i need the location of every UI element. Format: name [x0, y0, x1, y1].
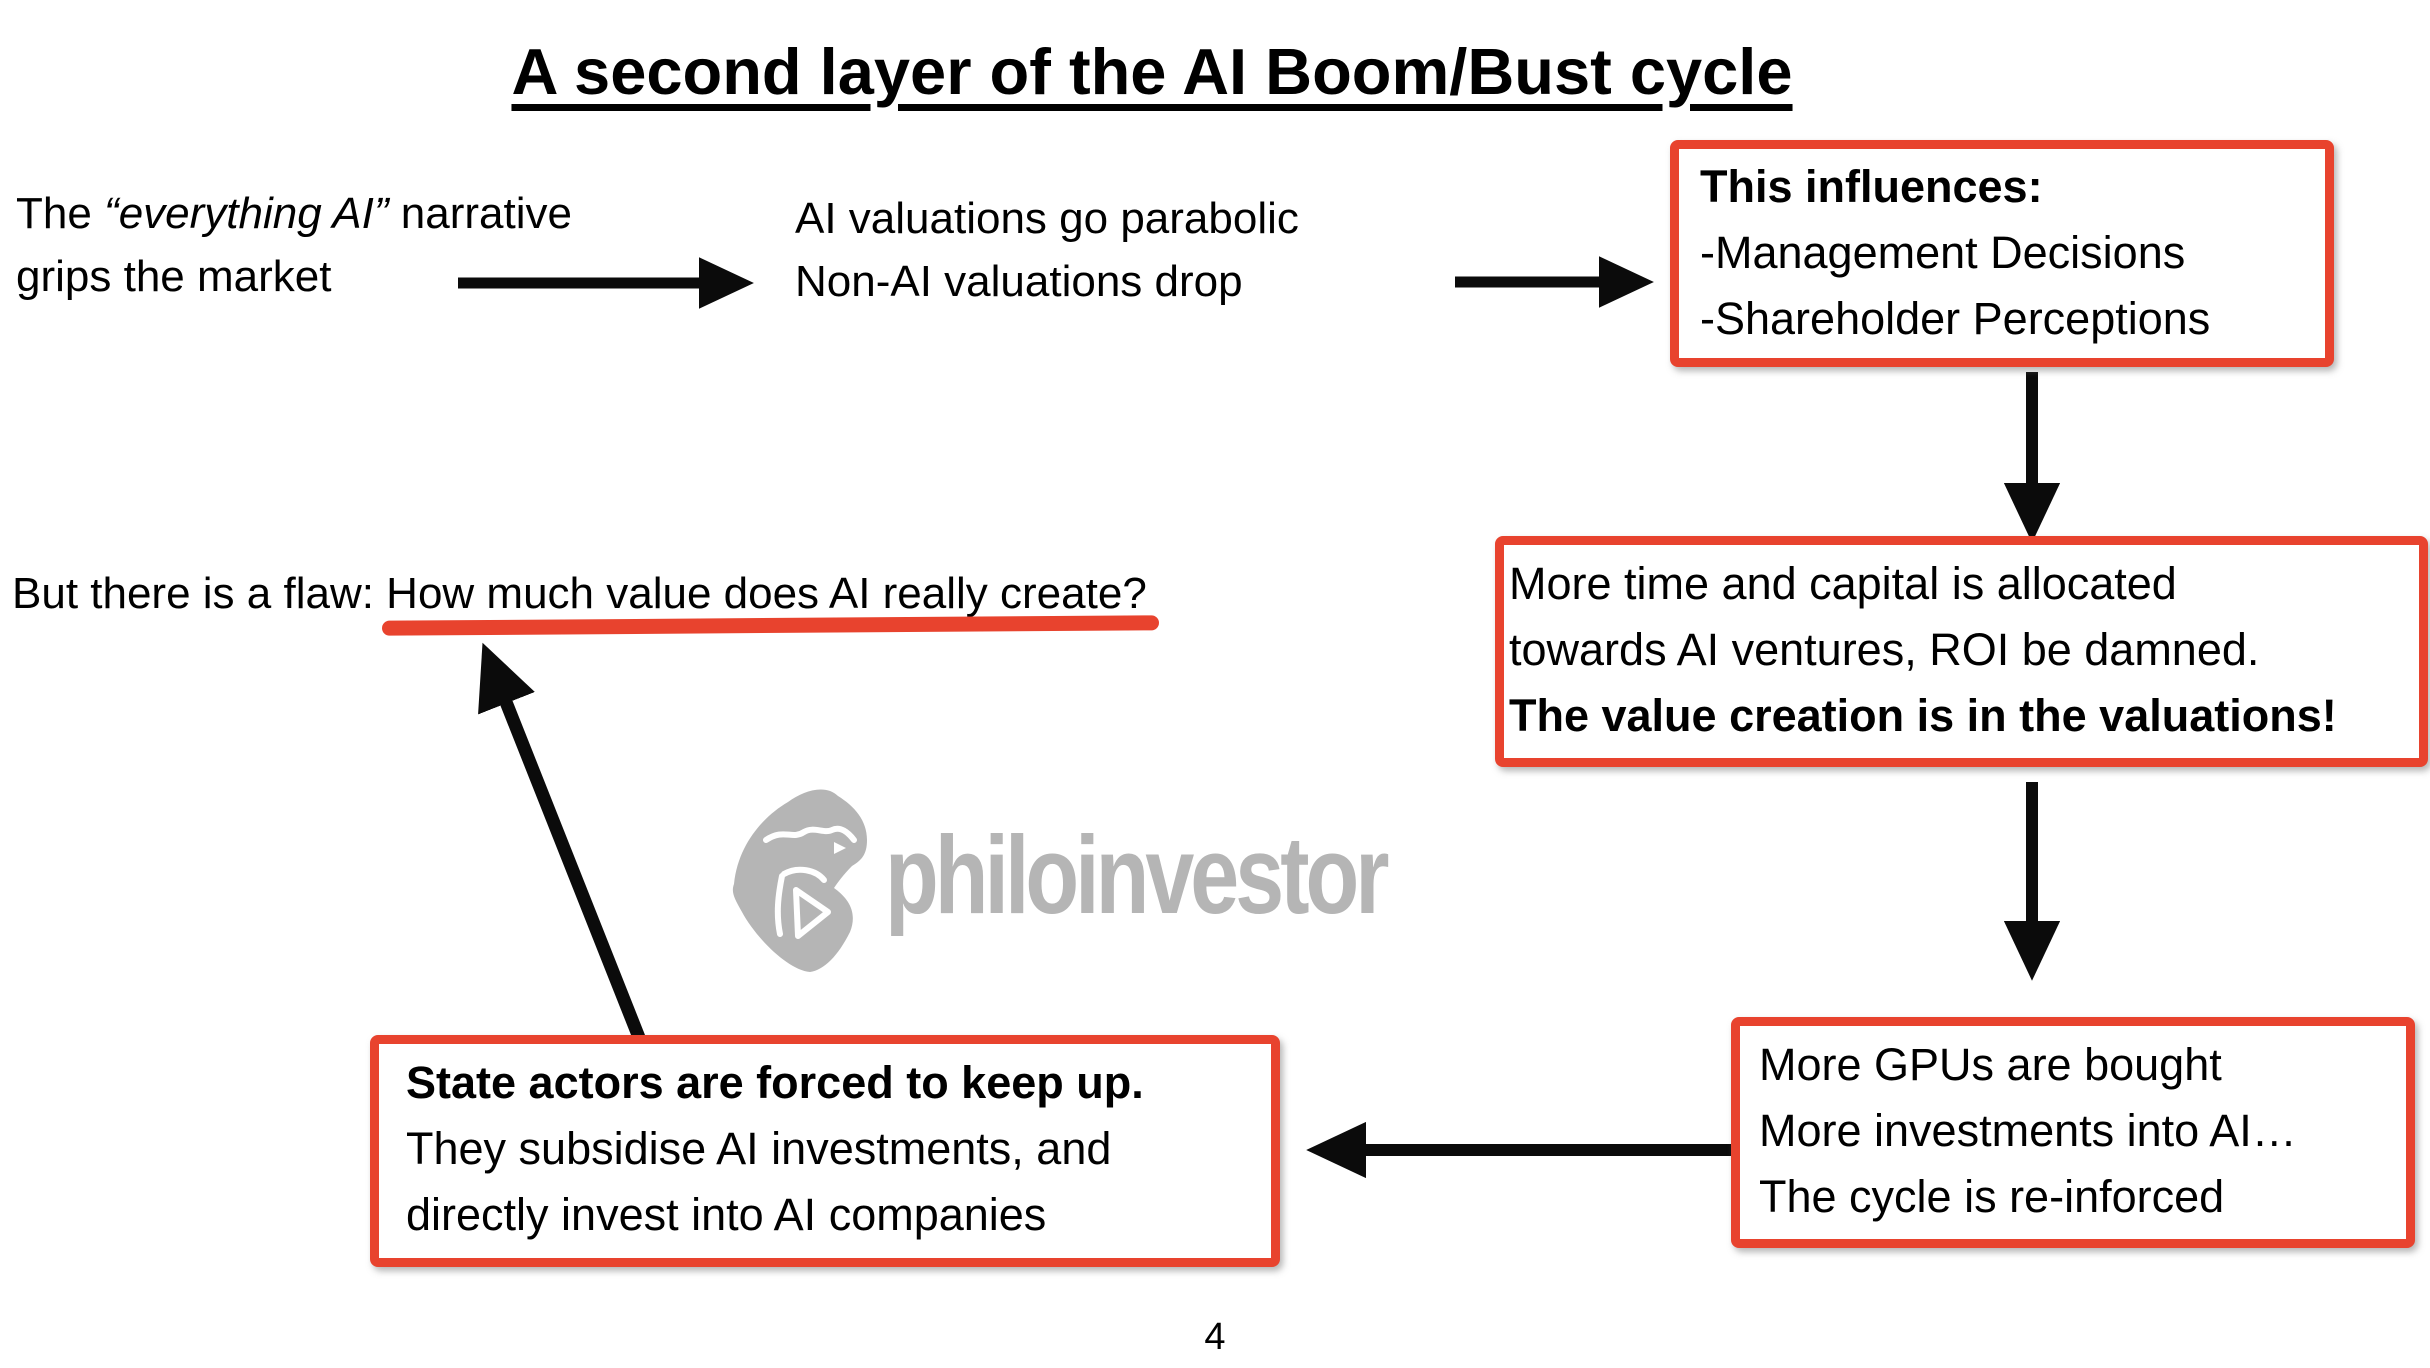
box-gpu-cycle: More GPUs are bought More investments in…	[1731, 1017, 2415, 1248]
node-flaw: But there is a flaw: How much value does…	[12, 562, 1147, 625]
box-state-actors: State actors are forced to keep up. They…	[370, 1035, 1280, 1267]
arrow-diagonal-state-to-flaw-icon	[478, 642, 647, 1043]
state-line-1: State actors are forced to keep up.	[406, 1057, 1144, 1108]
flaw-prefix: But there is a flaw:	[12, 569, 387, 618]
box-influences: This influences: -Management Decisions -…	[1670, 140, 2334, 367]
node-valuations: AI valuations go parabolic Non-AI valuat…	[795, 187, 1299, 313]
influences-item-2: -Shareholder Perceptions	[1700, 293, 2211, 344]
allocation-line-3: The value creation is in the valuations!	[1509, 690, 2337, 741]
narrative-emphasis: “everything AI”	[104, 189, 389, 238]
valuations-line-1: AI valuations go parabolic	[795, 194, 1299, 243]
flaw-question-underlined: How much value does AI really create?	[386, 562, 1147, 625]
box-allocation: More time and capital is allocated towar…	[1495, 536, 2428, 767]
allocation-line-1: More time and capital is allocated	[1509, 558, 2177, 609]
page-title: A second layer of the AI Boom/Bust cycle	[511, 35, 1793, 108]
state-line-2: They subsidise AI investments, and	[406, 1123, 1112, 1174]
gpu-line-3: The cycle is re-inforced	[1759, 1171, 2225, 1222]
state-line-3: directly invest into AI companies	[406, 1189, 1047, 1240]
influences-item-1: -Management Decisions	[1700, 227, 2186, 278]
narrative-line-1: The “everything AI” narrative	[16, 189, 572, 238]
gpu-line-1: More GPUs are bought	[1759, 1039, 2222, 1090]
allocation-line-2: towards AI ventures, ROI be damned.	[1509, 624, 2260, 675]
influences-heading: This influences:	[1700, 161, 2043, 212]
watermark-brand: philoinvestor	[885, 814, 1389, 937]
page-number: 4	[1204, 1316, 1226, 1358]
thinker-silhouette-icon	[732, 789, 867, 972]
gpu-line-2: More investments into AI…	[1759, 1105, 2297, 1156]
node-narrative: The “everything AI” narrative grips the …	[16, 182, 572, 308]
narrative-line-2: grips the market	[16, 252, 332, 301]
valuations-line-2: Non-AI valuations drop	[795, 257, 1243, 306]
